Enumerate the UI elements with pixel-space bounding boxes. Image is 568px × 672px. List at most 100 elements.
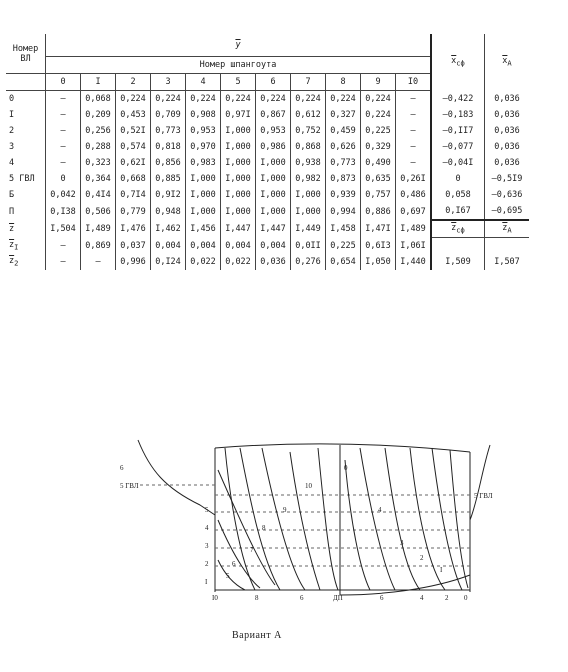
- x-a-value: –0,636: [484, 187, 529, 203]
- table-cell: I,000: [255, 187, 291, 203]
- table-cell: 0,022: [220, 254, 256, 270]
- table-cell: 0,938: [290, 155, 326, 171]
- table-cell: I,000: [255, 203, 291, 220]
- table-cell: 0,486: [395, 187, 431, 203]
- bottom-label: 8: [255, 594, 259, 602]
- table-cell: 0,490: [360, 155, 396, 171]
- frame-curve: [384, 447, 421, 591]
- table-cell: 0,224: [360, 107, 396, 123]
- curve-label: 3: [400, 539, 404, 547]
- table-cell: 0,873: [325, 171, 361, 187]
- figure-caption: Вариант А: [232, 630, 282, 641]
- table-cell: I,462: [150, 220, 186, 238]
- frame-number: 5: [220, 73, 256, 91]
- x-cf-value: –0,04I: [430, 155, 485, 171]
- bow-outline: [137, 439, 216, 516]
- table-cell: I,000: [220, 203, 256, 220]
- tick-label: I: [205, 578, 208, 586]
- table-cell: 0,752: [290, 123, 326, 139]
- table-cell: I,000: [185, 203, 221, 220]
- frame-number: 9: [360, 73, 396, 91]
- frame-curve: [261, 447, 306, 591]
- table-cell: 0,I24: [150, 254, 186, 270]
- frame-curve: [339, 574, 471, 596]
- table-cell: I,000: [290, 187, 326, 203]
- frame-curve: [217, 469, 276, 586]
- table-cell: 0,773: [150, 123, 186, 139]
- table-cell: I,440: [395, 254, 431, 270]
- row-label: 5 ГВЛ: [9, 174, 35, 184]
- frame-curve: [239, 447, 281, 591]
- table-cell: –: [395, 123, 431, 139]
- table-cell: I,000: [220, 139, 256, 155]
- table-cell: 0,885: [150, 171, 186, 187]
- bottom-label: 6: [300, 594, 304, 602]
- bottom-label: 6: [380, 594, 384, 602]
- empty-cell: [430, 237, 485, 254]
- table-cell: I,447: [255, 220, 291, 238]
- table-cell: 0,869: [80, 237, 116, 254]
- frame-number: 6: [255, 73, 291, 91]
- x-a-value: –0,5I9: [484, 171, 529, 187]
- row-label: 0: [9, 94, 15, 104]
- table-cell: 0,327: [325, 107, 361, 123]
- table-cell: 0,004: [185, 237, 221, 254]
- table-cell: 0,9I2: [150, 187, 186, 203]
- table-cell: 0,329: [360, 139, 396, 155]
- empty-cell: [484, 237, 529, 254]
- table-cell: 0,668: [115, 171, 151, 187]
- table-cell: 0,224: [255, 90, 291, 107]
- table-cell: 0,757: [360, 187, 396, 203]
- tick-label: 5: [205, 506, 209, 514]
- table-cell: 0,818: [150, 139, 186, 155]
- table-cell: –: [45, 123, 81, 139]
- table-cell: 0,635: [360, 171, 396, 187]
- table-cell: 0,908: [185, 107, 221, 123]
- table-cell: 0,224: [360, 90, 396, 107]
- table-cell: 0,948: [150, 203, 186, 220]
- y-header: y: [45, 34, 431, 57]
- frame-curve: [449, 449, 469, 589]
- x-a-header: xA: [484, 34, 529, 91]
- table-cell: 0,004: [255, 237, 291, 254]
- table-cell: I,456: [185, 220, 221, 238]
- x-cf-value: 0,I67: [430, 203, 485, 220]
- table-cell: 0,459: [325, 123, 361, 139]
- row-label: П: [9, 206, 15, 217]
- tick-label: 5 ГВЛ: [120, 482, 139, 490]
- x-a-value: –0,695: [484, 203, 529, 220]
- table-cell: –: [395, 139, 431, 155]
- table-cell: 0,225: [325, 237, 361, 254]
- table-cell: I,000: [185, 171, 221, 187]
- table-cell: 0,042: [45, 187, 81, 203]
- table-cell: 0,7I4: [115, 187, 151, 203]
- frame-curve: [431, 447, 463, 591]
- table-cell: –: [395, 90, 431, 107]
- frame-curve: [289, 451, 321, 591]
- x-a-value: 0,036: [484, 107, 529, 123]
- table-cell: 0,004: [150, 237, 186, 254]
- curve-label: 4: [378, 506, 382, 514]
- table-cell: 0,224: [115, 90, 151, 107]
- table-cell: I,000: [290, 203, 326, 220]
- table-cell: 0,453: [115, 107, 151, 123]
- x-a-value: 0,036: [484, 155, 529, 171]
- table-cell: I,000: [185, 187, 221, 203]
- curve-label: 9: [283, 506, 287, 514]
- table-cell: I,504: [45, 220, 81, 238]
- bottom-label: I0: [212, 594, 218, 602]
- row-label: z2: [9, 256, 19, 268]
- frame-number: 7: [290, 73, 326, 91]
- table-cell: 0,022: [185, 254, 221, 270]
- table-cell: 0,626: [325, 139, 361, 155]
- x-cf-value: –0,422: [430, 90, 485, 107]
- z-a-header: zA: [484, 219, 529, 238]
- frame-number: 4: [185, 73, 221, 91]
- table-cell: 0,036: [255, 254, 291, 270]
- table-cell: 0,867: [255, 107, 291, 123]
- tick-label: 4: [205, 524, 209, 532]
- table-cell: 0,224: [185, 90, 221, 107]
